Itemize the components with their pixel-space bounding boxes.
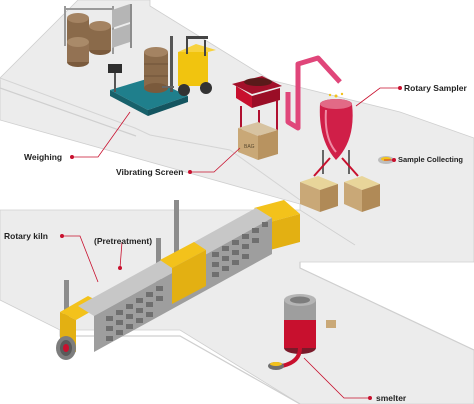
label-rotary-sampler: Rotary Sampler: [404, 83, 467, 93]
barrel-on-scale: [144, 47, 168, 93]
forklift: [162, 36, 216, 96]
rotary-kiln: [56, 200, 300, 360]
weighing-scale: [108, 64, 188, 116]
feed-pipe: [285, 55, 342, 131]
label-vibrating-screen: Vibrating Screen: [116, 167, 184, 177]
crate-rack: [112, 4, 132, 48]
sample-boxes: [300, 176, 380, 212]
callout-leaders: [60, 86, 402, 400]
vibrating-screen: [232, 76, 282, 138]
bag-print: BAG: [244, 144, 255, 150]
label-rotary-kiln: Rotary kiln: [4, 231, 48, 241]
rotary-sampler: [313, 92, 359, 177]
barrel-stack: [64, 6, 114, 67]
label-weighing: Weighing: [24, 152, 63, 162]
label-smelter: smelter: [376, 393, 407, 403]
bag-container: BAG: [238, 122, 278, 160]
label-sample-collecting: Sample Collecting: [398, 155, 464, 164]
label-pretreatment: (Pretreatment): [94, 236, 153, 246]
smelter: [268, 294, 336, 370]
